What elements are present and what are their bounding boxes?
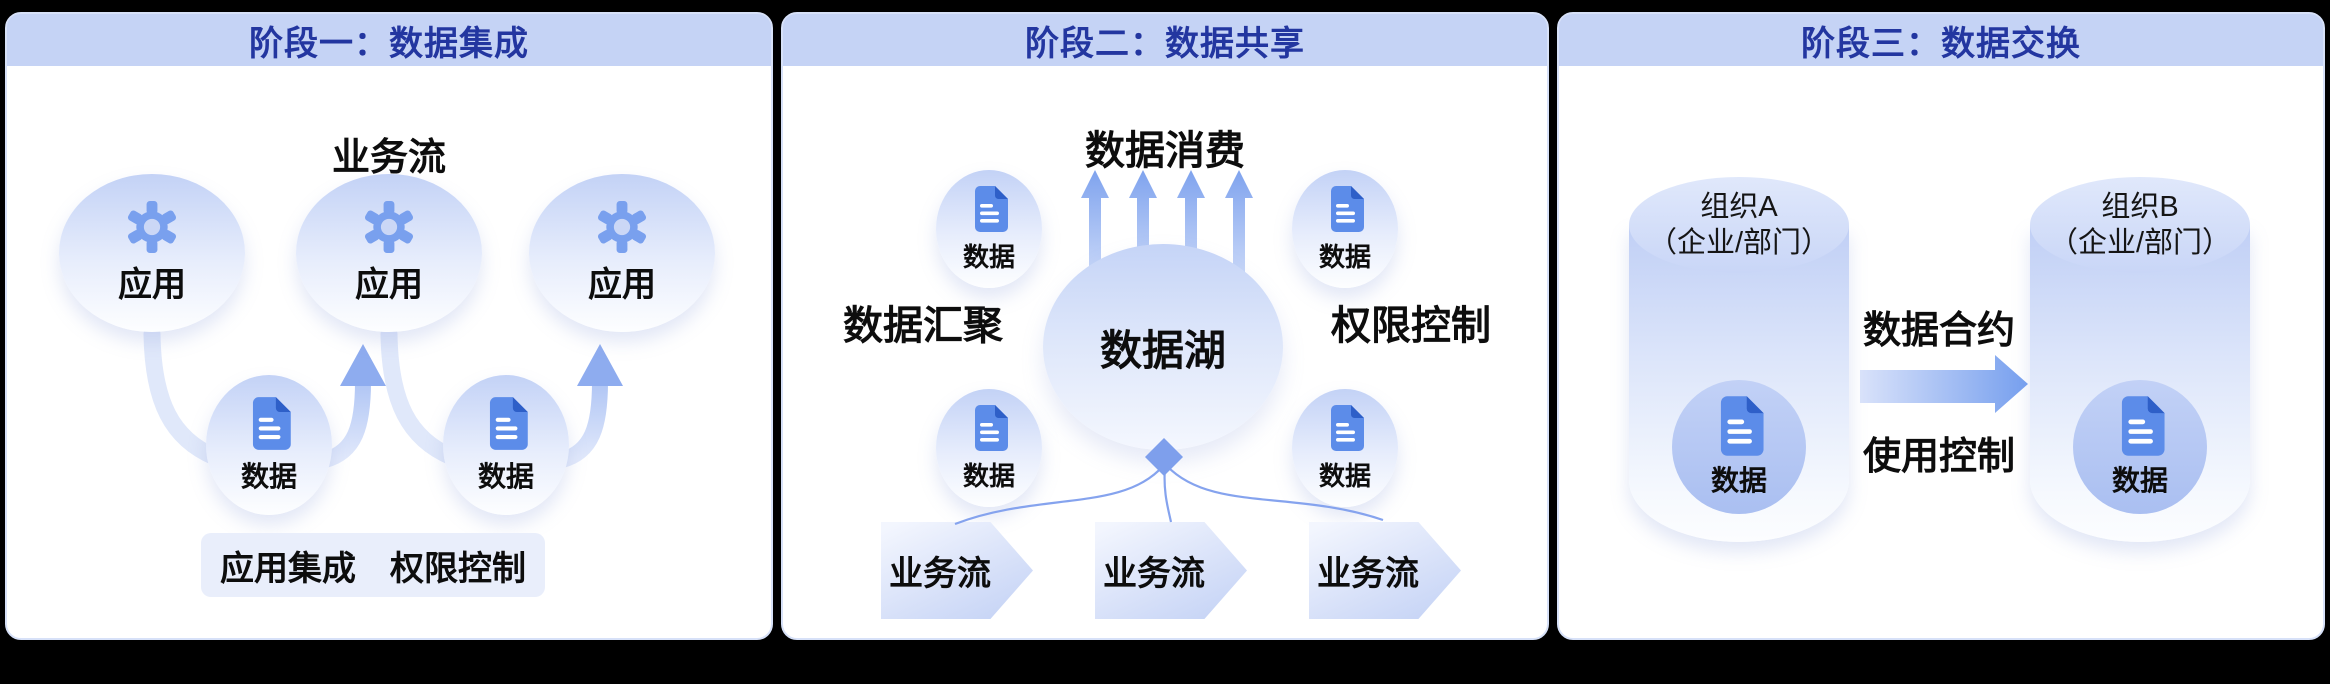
panel-stage3: 阶段三：数据交换 组织A （企业/部门） 数据 组织B （企业/部门） 数据 — [1557, 12, 2325, 640]
gear-icon — [126, 201, 178, 253]
up-arrow-1 — [1081, 170, 1109, 314]
data-lake: 数据湖 — [1043, 244, 1283, 450]
data-node-bottom-right: 数据 — [1292, 389, 1398, 507]
stage2-aggregate-label: 数据汇聚 — [843, 304, 1003, 348]
data-contract-label: 数据合约 — [1862, 310, 2015, 352]
curved-arrow-app1-to-data1 — [143, 325, 224, 466]
data-node-top-left: 数据 — [936, 170, 1042, 288]
data-node-top-right: 数据 — [1292, 170, 1398, 288]
stage1-badge: 应用集成 权限控制 — [201, 533, 545, 597]
app-node-label: 应用 — [355, 265, 423, 304]
stage1-header: 阶段一：数据集成 — [7, 14, 771, 66]
panel-stage1: 阶段一：数据集成 业务流 应用 应用 应用 — [5, 12, 773, 640]
gear-icon — [363, 201, 415, 253]
arrowhead-to-app3 — [577, 344, 623, 386]
data-node-2: 数据 — [443, 375, 569, 515]
up-arrow-4 — [1225, 170, 1253, 314]
stage3-header: 阶段三：数据交换 — [1559, 14, 2323, 66]
usage-control-label: 使用控制 — [1862, 436, 2015, 478]
curved-arrow-app2-to-data2 — [380, 325, 461, 466]
stage2-connectors-layer — [954, 438, 1384, 526]
stage2-header: 阶段二：数据共享 — [783, 14, 1547, 66]
stage3-arrow-layer — [1860, 355, 2028, 413]
right-arrow — [1860, 355, 2028, 413]
stage1-arrows-layer — [143, 325, 623, 468]
data-node-label: 数据 — [240, 460, 297, 492]
org-a-name: 组织A — [1700, 191, 1778, 223]
panel-stage2: 阶段二：数据共享 数据消费 数据汇聚 权限控制 数据 数据 — [781, 12, 1549, 640]
org-a-subtitle: （企业/部门） — [1647, 227, 1831, 259]
org-a-data-circle: 数据 — [1672, 380, 1806, 514]
data-node-label: 数据 — [962, 460, 1015, 491]
connector-to-chevron-1 — [954, 465, 1164, 526]
up-arrow-2 — [1129, 170, 1157, 314]
up-arrow-3 — [1177, 170, 1205, 314]
data-node-1: 数据 — [206, 375, 332, 515]
app-node-2: 应用 — [296, 174, 482, 332]
app-node-label: 应用 — [588, 265, 656, 304]
org-b-cylinder: 组织B （企业/部门） 数据 — [2030, 177, 2250, 542]
diamond-arrowhead — [1145, 438, 1183, 476]
curved-arrow-data1-to-app2 — [322, 381, 371, 468]
data-node-label: 数据 — [2111, 465, 2168, 496]
org-b-subtitle: （企业/部门） — [2048, 227, 2232, 259]
stage2-up-arrows-layer — [1081, 170, 1253, 314]
org-b-data-circle: 数据 — [2073, 380, 2207, 514]
stage1-business-flow-label: 业务流 — [331, 137, 446, 179]
data-node-label: 数据 — [477, 460, 534, 492]
app-node-1: 应用 — [59, 174, 245, 332]
data-node-label: 数据 — [1318, 460, 1371, 491]
org-a-cylinder-lid: 组织A （企业/部门） — [1629, 177, 1849, 273]
data-node-bottom-left: 数据 — [936, 389, 1042, 507]
org-b-name: 组织B — [2101, 191, 2179, 223]
data-node-label: 数据 — [962, 241, 1015, 272]
document-icon — [246, 396, 292, 451]
org-b-cylinder-lid: 组织B （企业/部门） — [2030, 177, 2250, 273]
gear-icon — [596, 201, 648, 253]
curved-arrow-data2-to-app3 — [559, 381, 608, 468]
data-node-label: 数据 — [1710, 465, 1767, 496]
document-icon — [483, 396, 529, 451]
stage2-permission-label: 权限控制 — [1331, 304, 1491, 348]
data-node-label: 数据 — [1318, 241, 1371, 272]
org-a-cylinder: 组织A （企业/部门） 数据 — [1629, 177, 1849, 542]
app-node-label: 应用 — [118, 265, 186, 304]
app-node-3: 应用 — [529, 174, 715, 332]
arrowhead-to-app2 — [340, 344, 386, 386]
stage2-consume-label: 数据消费 — [1085, 129, 1245, 173]
connector-to-chevron-3 — [1166, 465, 1384, 522]
